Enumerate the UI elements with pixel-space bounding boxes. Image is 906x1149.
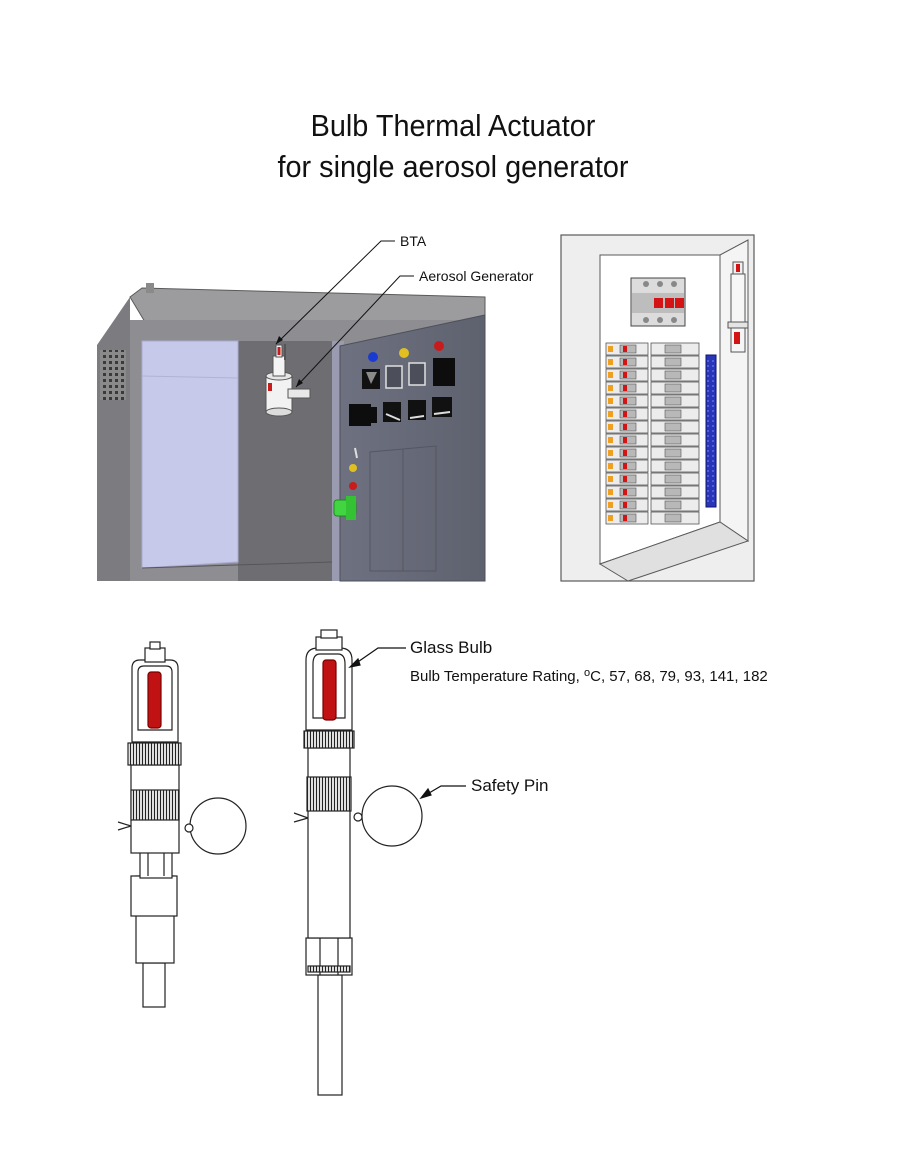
breaker-switch bbox=[619, 409, 637, 419]
breaker-switch bbox=[664, 474, 682, 484]
bta-drawing-side bbox=[117, 641, 247, 1008]
glass-bulb-label: Glass Bulb bbox=[410, 638, 493, 657]
breaker-terminal bbox=[608, 502, 613, 508]
breaker-switch bbox=[619, 344, 637, 354]
breaker-switch bbox=[619, 435, 637, 445]
breaker-indicator bbox=[623, 359, 627, 365]
breaker-switch bbox=[619, 396, 637, 406]
breaker-switch bbox=[664, 461, 682, 471]
breaker-indicator bbox=[623, 372, 627, 378]
breaker-indicator bbox=[623, 515, 627, 521]
breaker-terminal bbox=[608, 398, 613, 404]
breaker-switch bbox=[664, 448, 682, 458]
breaker-switch bbox=[664, 409, 682, 419]
rating-values: C, 57, 68, 79, 93, 141, 182 bbox=[590, 668, 768, 685]
breaker-indicator bbox=[623, 385, 627, 391]
breaker-terminal bbox=[608, 411, 613, 417]
breaker-switch bbox=[619, 370, 637, 380]
breaker-switch bbox=[664, 513, 682, 523]
breaker-indicator bbox=[623, 424, 627, 430]
title-line-1: Bulb Thermal Actuator bbox=[310, 108, 596, 143]
breaker-switch bbox=[619, 487, 637, 497]
bulb-temperature-rating: Bulb Temperature Rating, oC, 57, 68, 79,… bbox=[410, 666, 768, 685]
breaker-indicator bbox=[623, 398, 627, 404]
breaker-indicator bbox=[623, 463, 627, 469]
breaker-switch bbox=[664, 396, 682, 406]
cabinet-illustration bbox=[97, 240, 486, 582]
breaker-terminal bbox=[608, 346, 613, 352]
breaker-switch bbox=[619, 474, 637, 484]
degree-symbol: o bbox=[584, 667, 591, 679]
breaker-indicator bbox=[623, 476, 627, 482]
breaker-terminal bbox=[608, 450, 613, 456]
breaker-switch bbox=[619, 357, 637, 367]
breaker-switch bbox=[664, 383, 682, 393]
breaker-switch bbox=[619, 448, 637, 458]
breaker-switch bbox=[664, 487, 682, 497]
breaker-switch bbox=[664, 422, 682, 432]
electrical-panel-illustration bbox=[560, 234, 755, 582]
breaker-terminal bbox=[608, 437, 613, 443]
breaker-switch bbox=[664, 357, 682, 367]
breaker-switch bbox=[619, 383, 637, 393]
breaker-indicator bbox=[623, 411, 627, 417]
breaker-indicator bbox=[623, 346, 627, 352]
breaker-terminal bbox=[608, 515, 613, 521]
breaker-switch bbox=[664, 370, 682, 380]
breaker-terminal bbox=[608, 476, 613, 482]
breaker-terminal bbox=[608, 372, 613, 378]
breaker-indicator bbox=[623, 437, 627, 443]
breaker-switch bbox=[619, 422, 637, 432]
breaker-switch bbox=[664, 435, 682, 445]
title-line-2: for single aerosol generator bbox=[277, 149, 629, 184]
breaker-terminal bbox=[608, 359, 613, 365]
breaker-switch bbox=[664, 500, 682, 510]
breaker-indicator bbox=[623, 502, 627, 508]
aerosol-generator-label: Aerosol Generator bbox=[419, 268, 534, 284]
breaker-switch bbox=[619, 500, 637, 510]
breaker-indicator bbox=[623, 450, 627, 456]
breaker-switch bbox=[664, 344, 682, 354]
breaker-terminal bbox=[608, 489, 613, 495]
breaker-terminal bbox=[608, 463, 613, 469]
breaker-switch bbox=[619, 513, 637, 523]
bta-drawing-front bbox=[293, 629, 423, 1096]
breaker-switch bbox=[619, 461, 637, 471]
rating-prefix: Bulb Temperature Rating, bbox=[410, 668, 584, 685]
safety-pin-label: Safety Pin bbox=[471, 776, 549, 795]
breaker-terminal bbox=[608, 385, 613, 391]
bta-label: BTA bbox=[400, 233, 427, 249]
breaker-terminal bbox=[608, 424, 613, 430]
callout-leaders bbox=[348, 647, 466, 800]
breaker-indicator bbox=[623, 489, 627, 495]
